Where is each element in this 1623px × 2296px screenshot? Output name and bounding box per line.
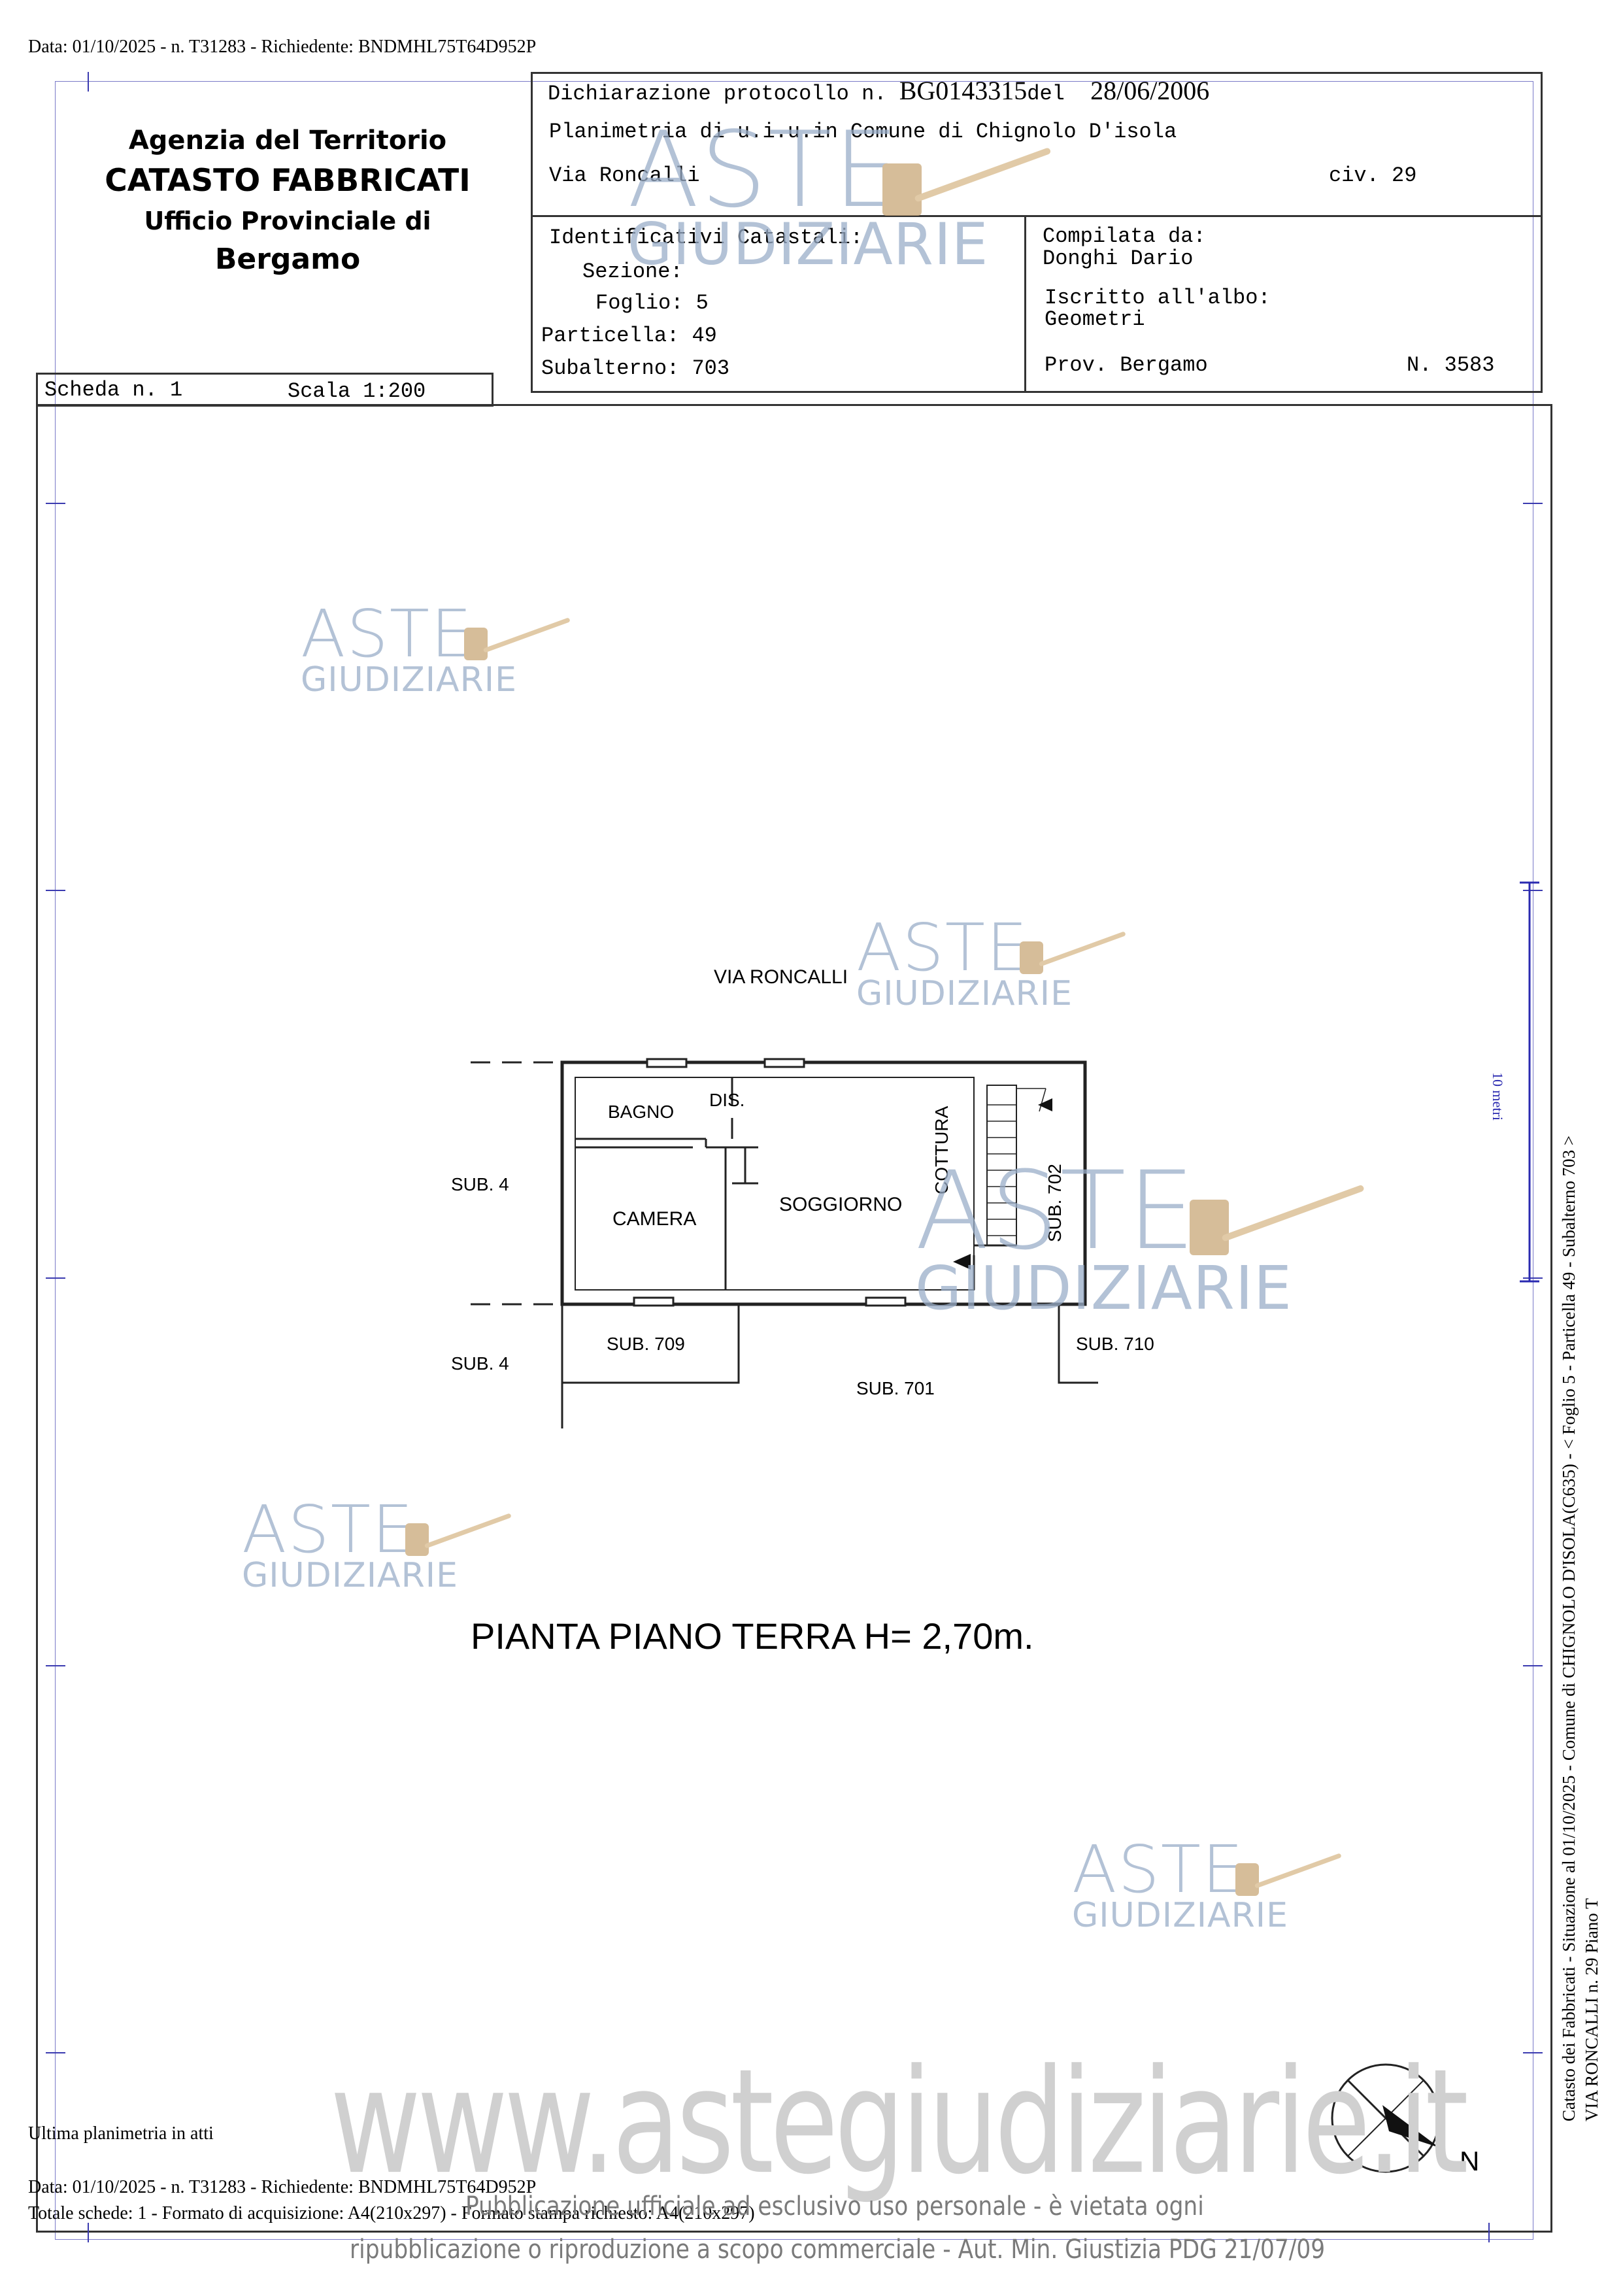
civic-number: civ. 29 [1329,163,1417,188]
albo-label: Iscritto all'albo: [1045,286,1271,310]
footer-data: Data: 01/10/2025 - n. T31283 - Richieden… [28,2177,537,2197]
footer-totale: Totale schede: 1 - Formato di acquisizio… [28,2203,755,2223]
compiler-label: Compilata da: [1043,224,1206,248]
albo-value: Geometri [1045,307,1145,331]
side-address-line: VIA RONCALLI n. 29 Piano T [1582,1898,1601,2122]
north-label: N [1460,2146,1480,2176]
agency-catasto: CATASTO FABBRICATI [105,163,471,199]
header-request-line: Data: 01/10/2025 - n. T31283 - Richieden… [28,37,537,57]
label-sub710: SUB. 710 [1076,1334,1154,1354]
identifier-subalterno: Subalterno: 703 [541,356,730,380]
plan-title: PIANTA PIANO TERRA H= 2,70m. [471,1615,1034,1657]
label-sub702: SUB. 702 [1045,1164,1065,1242]
label-sub709: SUB. 709 [607,1334,685,1354]
planimetria-line: Planimetria di u.i.u.in Comune di Chigno… [549,120,1177,144]
compiler-box [1024,215,1543,393]
room-camera: CAMERA [612,1208,697,1230]
watermark-notice-1: Pubblicazione ufficiale ad esclusivo uso… [465,2191,1204,2221]
drawing-frame [36,404,1552,2233]
protocol-number: BG0143315 [899,76,1028,105]
scheda-number: Scheda n. 1 [44,378,183,402]
identifier-foglio: Foglio: 5 [595,291,709,315]
room-soggiorno: SOGGIORNO [779,1194,903,1215]
room-cottura: COTTURA [931,1106,952,1194]
identifier-particella: Particella: 49 [541,324,717,348]
agency-city: Bergamo [214,243,361,276]
side-catasto-line: Catasto dei Fabbricati - Situazione al 0… [1559,1135,1579,2121]
watermark-notice-2: ripubblicazione o riproduzione a scopo c… [350,2235,1326,2265]
street-label-plan: VIA RONCALLI [714,966,848,988]
label-sub4-bottom: SUB. 4 [451,1353,509,1374]
agency-block: Agenzia del Territorio CATASTO FABBRICAT… [39,121,536,279]
footer-ultima: Ultima planimetria in atti [28,2123,214,2144]
agency-name: Agenzia del Territorio [128,126,447,156]
room-dis: DIS. [709,1090,745,1110]
declaration-label: Dichiarazione protocollo n. [548,82,887,106]
room-bagno: BAGNO [608,1102,675,1122]
north-arrow-icon [1331,2063,1441,2173]
declaration-line: Dichiarazione protocollo n. BG0143315del… [548,75,1209,106]
declaration-date: 28/06/2006 [1090,76,1210,105]
outer-guide-frame [55,81,1533,2240]
compiler-province: Prov. Bergamo [1045,353,1208,377]
street-line: Via Roncalli [549,163,700,188]
compiler-number: N. 3583 [1407,353,1495,377]
compiler-name: Donghi Dario [1043,246,1194,271]
identifiers-title: Identificativi Catastali: [549,226,863,250]
scheda-scale: Scala 1:200 [288,379,426,403]
watermark-url: www.astegiudiziarie.it [330,2038,1469,2207]
agency-ufficio: Ufficio Provinciale di [144,207,431,235]
label-sub4-top: SUB. 4 [451,1174,509,1194]
del-label: del [1027,82,1065,106]
identifier-sezione: Sezione: [582,260,683,284]
label-sub701: SUB. 701 [856,1378,935,1398]
